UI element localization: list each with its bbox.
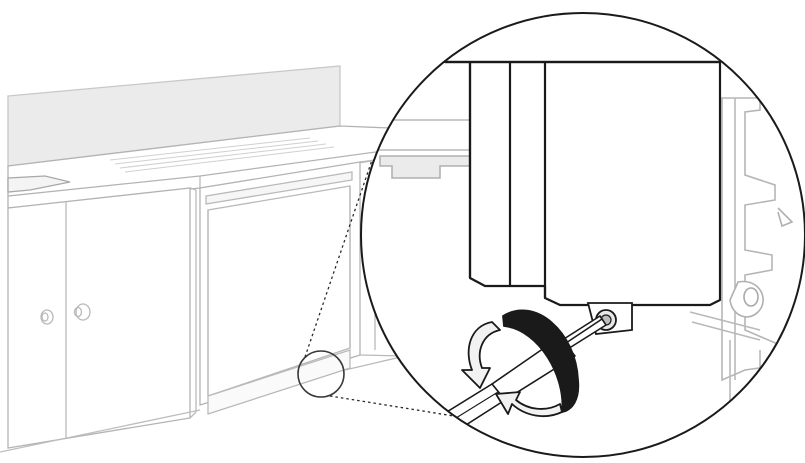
base-cabinet xyxy=(7,187,197,449)
countertop-ridges xyxy=(109,137,335,173)
kitchen-overview xyxy=(0,65,406,453)
cooktop xyxy=(7,175,71,193)
zoom-circle-outline xyxy=(360,12,805,458)
cabinet-knob-left xyxy=(40,309,54,325)
magnifier-circle-icon xyxy=(297,350,345,398)
zoom-detail xyxy=(360,12,805,458)
dishwasher-cabinet xyxy=(443,60,722,307)
cabinet-knob-right xyxy=(73,303,91,321)
dishwasher xyxy=(199,159,406,415)
rotation-arrow-icon xyxy=(461,309,580,418)
